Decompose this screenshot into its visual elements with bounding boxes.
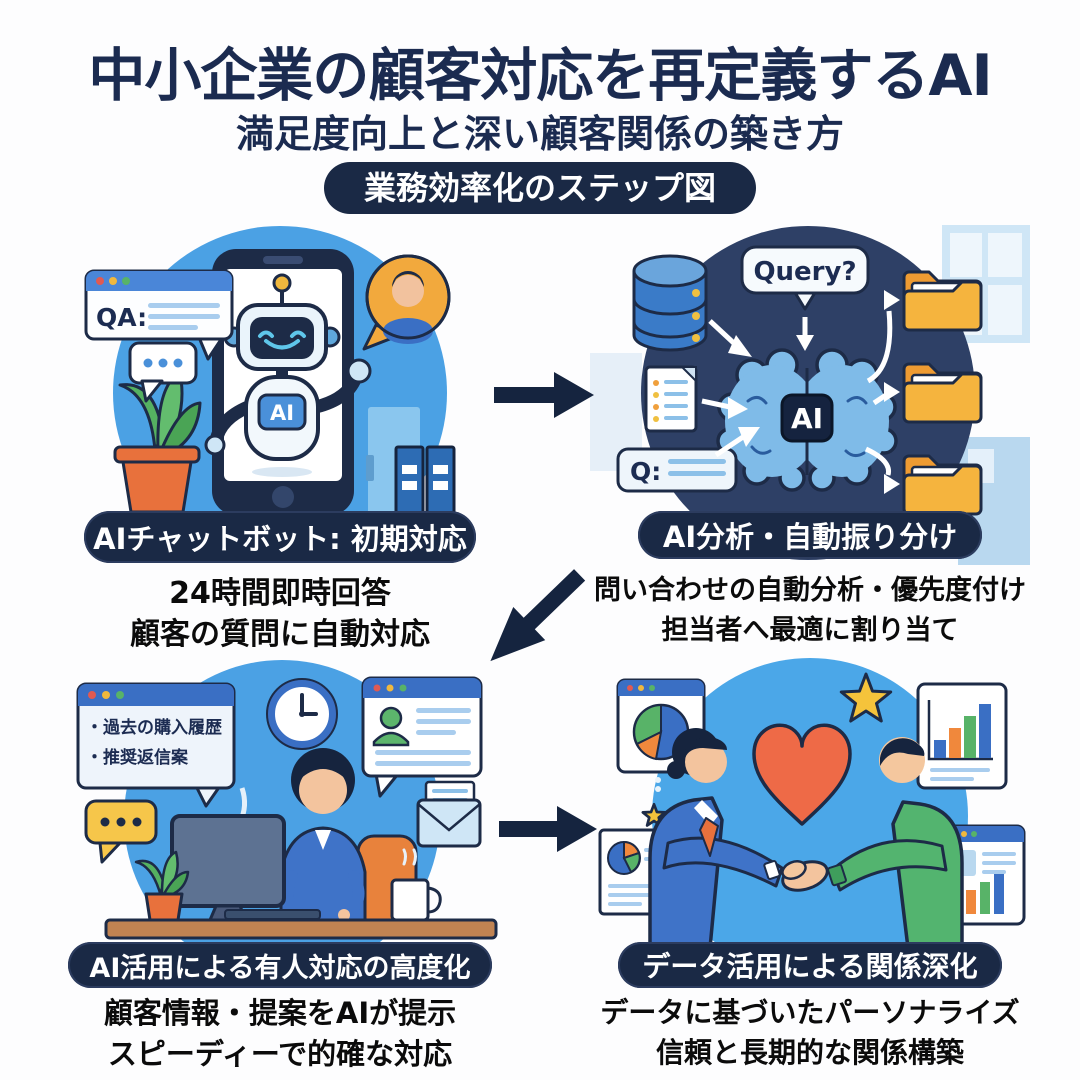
window-dot-red bbox=[96, 277, 104, 285]
step-3-desc-line2: スピーディーで的確な対応 bbox=[107, 1037, 453, 1071]
window-dot-red bbox=[88, 691, 96, 699]
customer-card-window bbox=[361, 676, 483, 798]
keyboard-icon bbox=[224, 909, 321, 920]
window-dot-green bbox=[116, 691, 124, 699]
page-title: 中小企業の顧客対応を再定義するAI bbox=[88, 43, 992, 109]
handshake-icon bbox=[763, 860, 847, 892]
chat-dots-bubble-icon bbox=[128, 341, 198, 403]
flow-arrow-step1-to-step2-icon bbox=[494, 372, 594, 418]
chatbot-illustration: AI QA: bbox=[84, 226, 456, 560]
monitor-icon bbox=[170, 814, 286, 922]
coffee-mug-icon bbox=[390, 848, 442, 922]
step-1-desc-line1: 24時間即時回答 bbox=[169, 576, 391, 611]
step-1-label: AIチャットボット: 初期対応 bbox=[84, 511, 476, 563]
step-1-description: 24時間即時回答 顧客の質問に自動対応 bbox=[40, 573, 520, 655]
suggestion-bullet-1: ・過去の購入履歴 bbox=[86, 717, 222, 738]
customer-avatar-icon bbox=[362, 254, 451, 351]
arrow-query-to-brain-icon bbox=[796, 317, 814, 351]
customer-man-figure bbox=[830, 737, 964, 950]
star-icon bbox=[641, 802, 667, 827]
brain-ai-chip-label: AI bbox=[791, 402, 823, 435]
database-icon bbox=[632, 254, 708, 352]
qa-window: QA: bbox=[84, 269, 234, 361]
query-bubble-label: Query? bbox=[753, 257, 856, 287]
window-dot-green bbox=[399, 684, 407, 692]
question-box-label: Q: bbox=[630, 457, 661, 486]
heart-icon bbox=[752, 723, 852, 826]
document-icon bbox=[644, 365, 698, 433]
folder-icon bbox=[902, 454, 983, 516]
step-2-analysis-section: Query? bbox=[590, 225, 1030, 665]
step-3-desc-line1: 顧客情報・提案をAIが提示 bbox=[103, 996, 457, 1030]
plant-icon bbox=[113, 371, 202, 514]
output-arrows-icon bbox=[864, 290, 900, 494]
desk-icon bbox=[104, 918, 498, 940]
agent-woman-figure bbox=[279, 748, 367, 922]
star-icon bbox=[839, 672, 893, 723]
step-3-agent-section: ・過去の購入履歴 ・推奨返信案 bbox=[60, 658, 500, 1080]
question-box: Q: bbox=[616, 447, 738, 493]
chat-dots-bubble-icon bbox=[84, 799, 158, 864]
step-2-desc-line1: 問い合わせの自動分析・優先度付け bbox=[594, 575, 1026, 606]
relationship-illustration bbox=[598, 658, 1026, 974]
envelope-icon bbox=[416, 780, 482, 848]
contact-person-icon bbox=[379, 706, 403, 730]
input-arrows-icon bbox=[701, 319, 760, 458]
folder-icon bbox=[902, 270, 983, 332]
window-dot-yellow bbox=[386, 684, 394, 692]
step-diagram-badge: 業務効率化のステップ図 bbox=[323, 162, 757, 214]
qa-window-title: QA: bbox=[96, 303, 147, 332]
window-dot-yellow bbox=[109, 277, 117, 285]
step-4-description: データに基づいたパーソナライズ 信頼と長期的な関係構築 bbox=[570, 993, 1050, 1073]
folder-icon bbox=[902, 362, 983, 424]
ai-brain-icon: AI bbox=[716, 348, 898, 492]
ai-suggestion-window: ・過去の購入履歴 ・推奨返信案 bbox=[76, 682, 236, 808]
flow-arrow-step3-to-step4-icon bbox=[499, 806, 597, 852]
window-dot-red bbox=[373, 684, 381, 692]
step-4-desc-line2: 信頼と長期的な関係構築 bbox=[655, 1036, 964, 1069]
desk-plant-icon bbox=[134, 850, 190, 922]
step-4-label: データ活用による関係深化 bbox=[618, 942, 1002, 988]
suggestion-bullet-2: ・推奨返信案 bbox=[86, 747, 189, 768]
step-2-label: AI分析・自動振り分け bbox=[638, 511, 982, 559]
step-4-relationship-section: データ活用による関係深化 データに基づいたパーソナライズ 信頼と長期的な関係構築 bbox=[590, 658, 1030, 1080]
step-2-description: 問い合わせの自動分析・優先度付け 担当者へ最適に割り当て bbox=[570, 571, 1050, 651]
robot-icon: AI bbox=[204, 273, 372, 477]
analysis-illustration: Query? bbox=[590, 225, 1030, 565]
window-dot-yellow bbox=[102, 691, 110, 699]
robot-ai-chip-label: AI bbox=[270, 401, 294, 425]
step-3-description: 顧客情報・提案をAIが提示 スピーディーで的確な対応 bbox=[40, 993, 520, 1075]
clock-icon bbox=[266, 678, 338, 750]
step-1-desc-line2: 顧客の質問に自動対応 bbox=[130, 617, 430, 652]
step-4-desc-line1: データに基づいたパーソナライズ bbox=[600, 996, 1020, 1029]
step-1-chatbot-section: AI QA: bbox=[60, 225, 500, 665]
step-3-label: AI活用による有人対応の高度化 bbox=[68, 942, 492, 988]
flow-arrow-step2-to-step3-icon bbox=[490, 569, 586, 662]
page-subtitle: 満足度向上と深い顧客関係の築き方 bbox=[235, 112, 844, 156]
step-2-desc-line2: 担当者へ最適に割り当て bbox=[661, 615, 959, 646]
bar-chart-window bbox=[916, 682, 1008, 790]
agent-illustration: ・過去の購入履歴 ・推奨返信案 bbox=[76, 660, 498, 976]
query-bubble: Query? bbox=[740, 245, 870, 311]
window-dot-green bbox=[122, 277, 130, 285]
